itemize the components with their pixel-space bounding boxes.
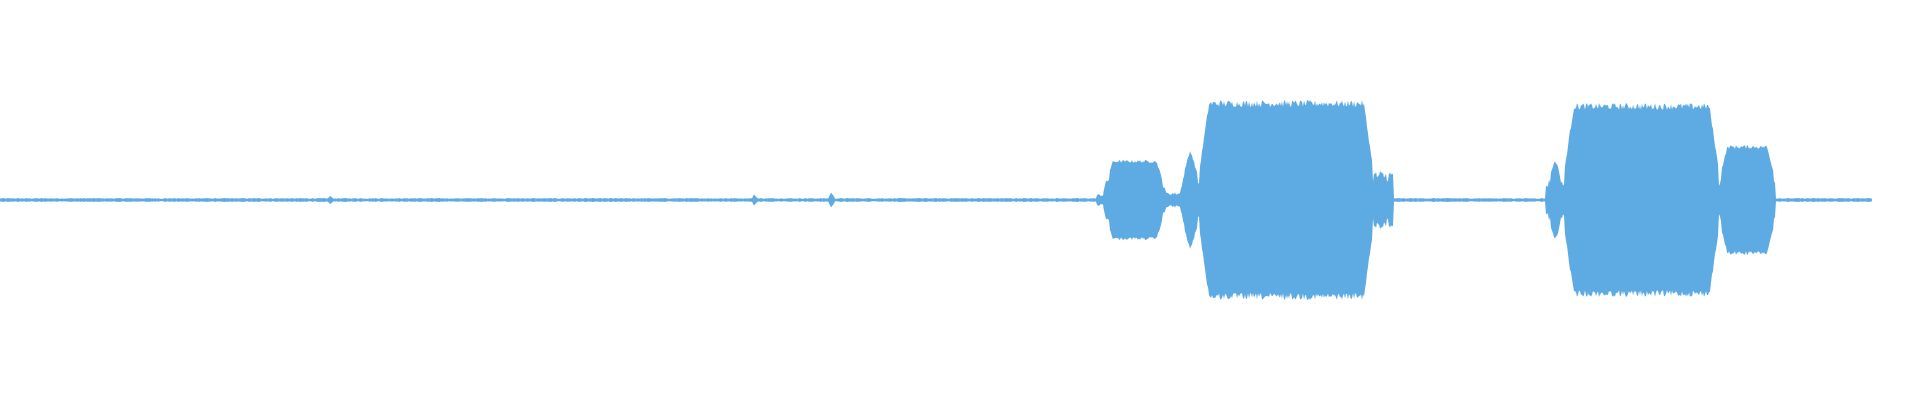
waveform-shape bbox=[0, 100, 1872, 300]
